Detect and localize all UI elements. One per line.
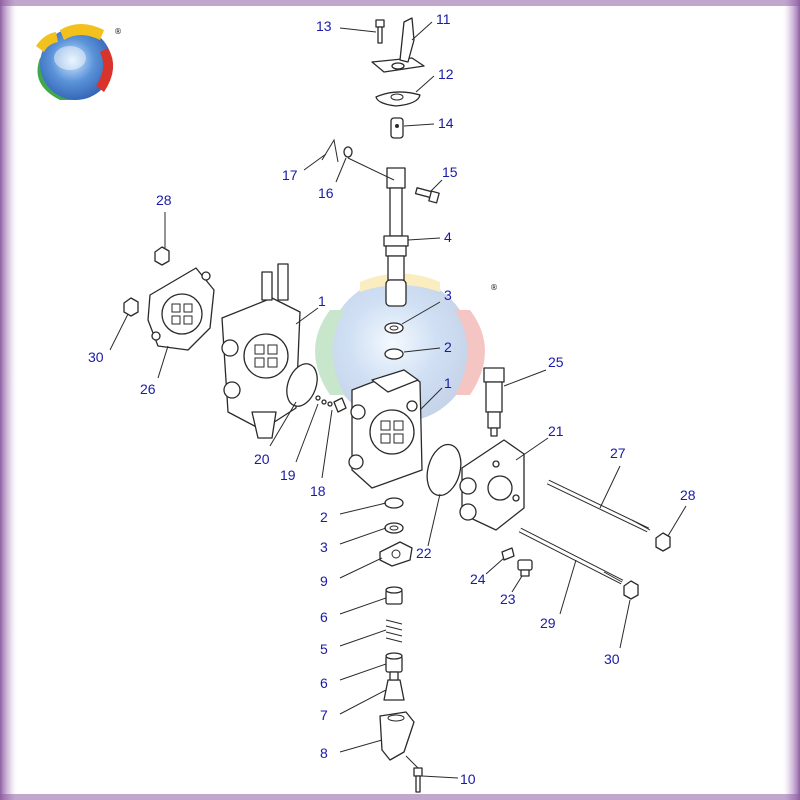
callout-17: 17	[282, 167, 298, 183]
part-seal-3-upper	[384, 322, 404, 334]
part-ring-16	[343, 146, 353, 158]
part-tie-rod-29	[518, 527, 624, 585]
callout-28-left: 28	[156, 192, 172, 208]
callout-16: 16	[318, 185, 334, 201]
part-small-seals-19	[315, 395, 333, 407]
part-bolt-15	[414, 187, 440, 204]
callout-labels: 13 11 12 14 17 16 15 28 4 3 1 30 2 25 26…	[88, 11, 696, 787]
part-plug-23	[517, 559, 533, 577]
callout-1-middle: 1	[444, 375, 452, 391]
callout-6-lower: 6	[320, 675, 328, 691]
callout-2-lower: 2	[320, 509, 328, 525]
frame-bottom	[0, 794, 800, 800]
callout-15: 15	[442, 164, 458, 180]
callout-20: 20	[254, 451, 270, 467]
part-seal-24	[501, 547, 515, 561]
part-valve-section-1-middle	[348, 369, 423, 489]
part-pin-14	[390, 117, 404, 139]
callout-11: 11	[436, 11, 451, 27]
part-end-section-21	[459, 439, 525, 531]
part-clip-17	[321, 138, 339, 163]
part-tie-rod-27	[546, 479, 651, 533]
part-relief-valve-25	[483, 367, 505, 437]
callout-3-upper: 3	[444, 287, 452, 303]
part-nut-28-left	[154, 246, 170, 266]
callout-30-left: 30	[88, 349, 104, 365]
part-spring-5	[385, 619, 403, 643]
part-seal-3-lower	[384, 522, 404, 534]
part-oring-20	[286, 363, 318, 407]
callout-2-upper: 2	[444, 339, 452, 355]
part-oring-22	[426, 443, 462, 497]
callout-18: 18	[310, 483, 326, 499]
callout-21: 21	[548, 423, 564, 439]
callout-27: 27	[610, 445, 626, 461]
frame-top	[0, 0, 800, 6]
leader-lines	[109, 21, 687, 779]
part-lever-bracket	[371, 17, 425, 73]
callout-14: 14	[438, 115, 454, 131]
callout-23: 23	[500, 591, 516, 607]
callout-25: 25	[548, 354, 564, 370]
callout-7: 7	[320, 707, 328, 723]
part-seat-6-lower	[385, 652, 403, 673]
callout-5: 5	[320, 641, 328, 657]
part-gasket-12	[375, 91, 421, 107]
logo-registered-mark: ®	[114, 27, 122, 36]
callout-4: 4	[444, 229, 452, 245]
callout-8: 8	[320, 745, 328, 761]
part-nut-30-right	[623, 580, 639, 600]
part-nut-28-right	[655, 532, 671, 552]
callout-26: 26	[140, 381, 156, 397]
callout-12: 12	[438, 66, 454, 82]
callout-22: 22	[416, 545, 432, 561]
globe-logo-icon	[36, 24, 114, 100]
callout-9: 9	[320, 573, 328, 589]
part-bolt-10	[413, 767, 423, 793]
part-spool-4	[383, 167, 409, 307]
part-housing-8	[379, 711, 415, 761]
part-oring-2-lower	[384, 497, 404, 509]
callout-19: 19	[280, 467, 296, 483]
part-oring-2-upper	[384, 348, 404, 360]
part-plug-18	[333, 397, 347, 413]
part-valve-section-1-left	[221, 263, 301, 439]
part-poppet-7	[383, 671, 405, 701]
frame-right	[770, 0, 800, 800]
part-end-cover-26	[147, 267, 215, 351]
part-bolt-13	[375, 19, 385, 44]
callout-10: 10	[460, 771, 476, 787]
callout-6-upper: 6	[320, 609, 328, 625]
part-nut-30-left	[123, 297, 139, 317]
part-seat-6-upper	[385, 586, 403, 605]
part-flange-9	[379, 541, 413, 567]
watermark-registered-mark: ®	[490, 283, 498, 292]
callout-1-left: 1	[318, 293, 326, 309]
callout-28-right: 28	[680, 487, 696, 503]
callout-24: 24	[470, 571, 486, 587]
callout-30-right: 30	[604, 651, 620, 667]
frame-left	[0, 0, 30, 800]
callout-29: 29	[540, 615, 556, 631]
callout-13: 13	[316, 18, 332, 34]
callout-3-lower: 3	[320, 539, 328, 555]
